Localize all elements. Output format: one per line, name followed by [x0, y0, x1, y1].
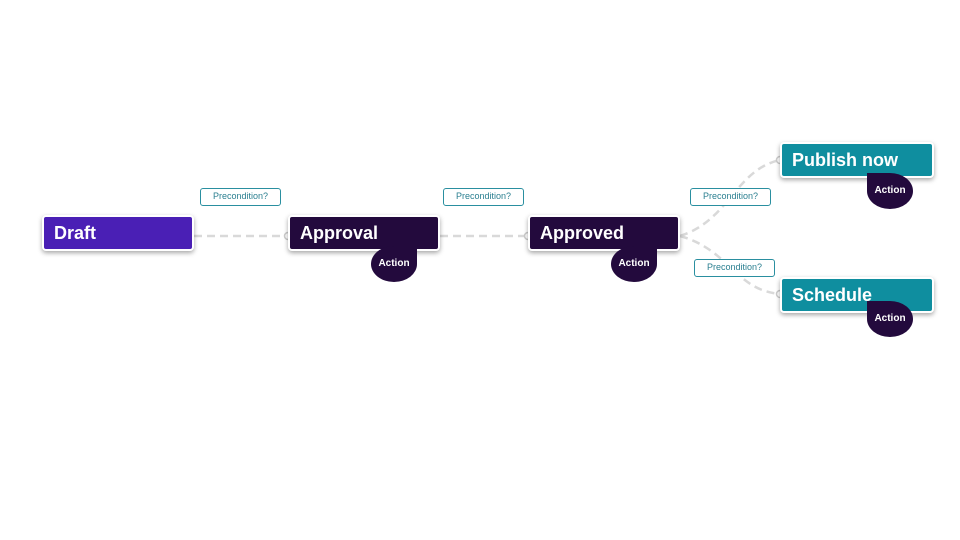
connector-approved-schedule [679, 234, 781, 296]
node-approved[interactable]: Approved [528, 215, 680, 251]
node-approval[interactable]: Approval [288, 215, 440, 251]
node-publish-now[interactable]: Publish now [780, 142, 934, 178]
node-draft[interactable]: Draft [42, 215, 194, 251]
node-schedule[interactable]: Schedule [780, 277, 934, 313]
action-badge-publish-now[interactable]: Action [867, 173, 913, 209]
action-badge-approval[interactable]: Action [371, 246, 417, 282]
action-badge-schedule[interactable]: Action [867, 301, 913, 337]
precondition-label-draft-approval[interactable]: Precondition? [200, 188, 281, 206]
action-badge-approved[interactable]: Action [611, 246, 657, 282]
precondition-label-approved-publish[interactable]: Precondition? [690, 188, 771, 206]
precondition-label-approved-schedule[interactable]: Precondition? [694, 259, 775, 277]
precondition-label-approval-approved[interactable]: Precondition? [443, 188, 524, 206]
